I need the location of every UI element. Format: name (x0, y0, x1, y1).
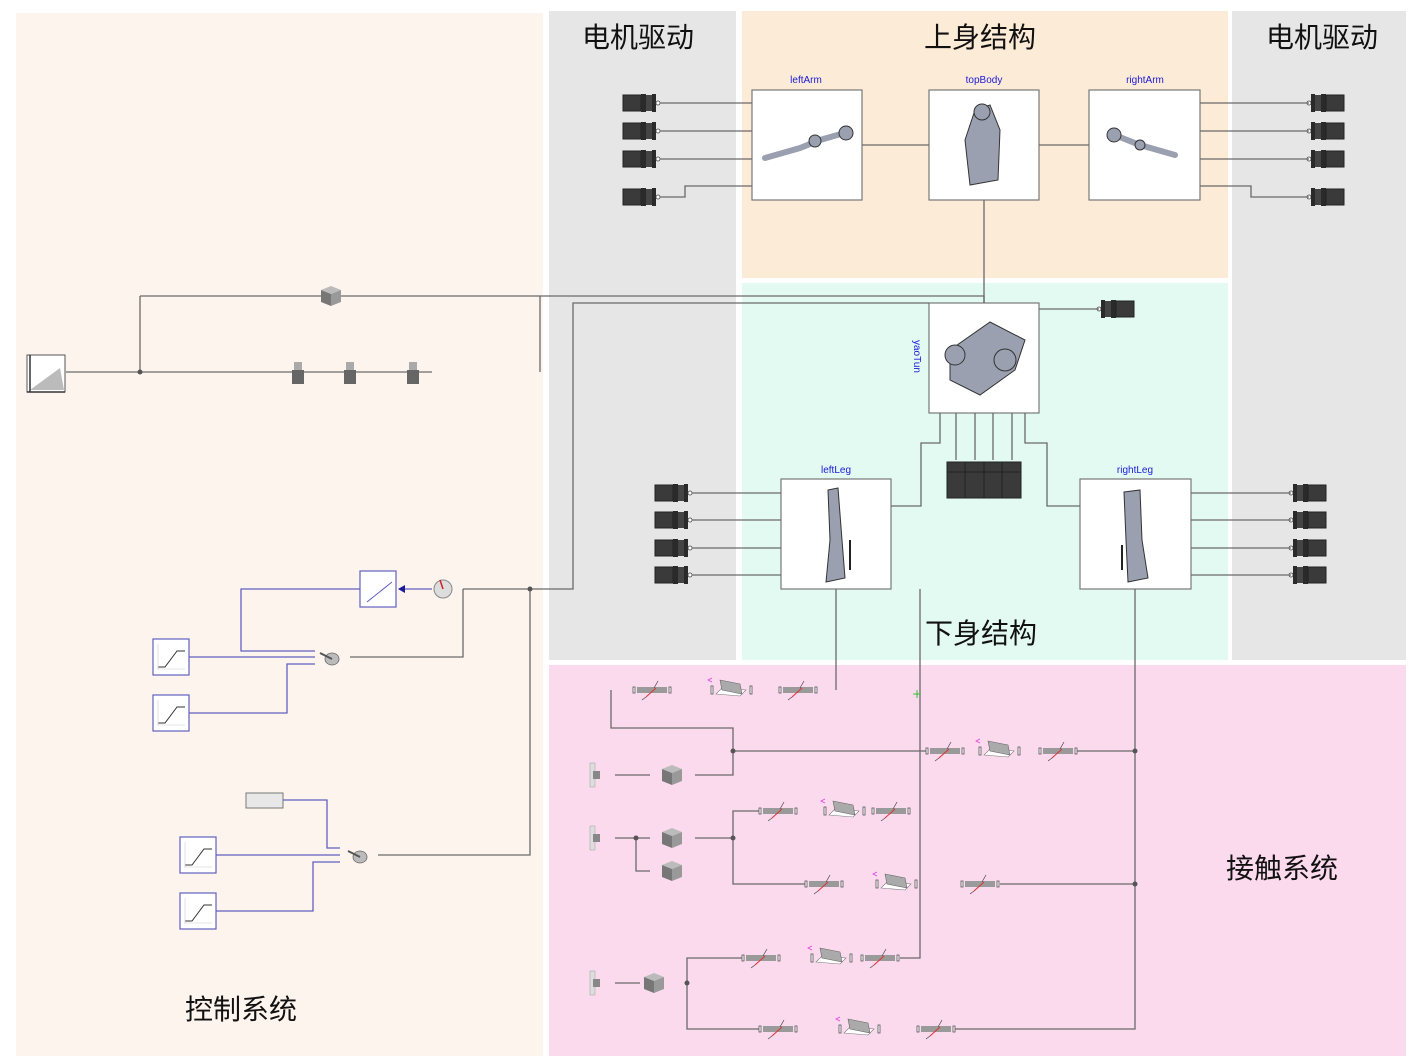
ramp-source-2[interactable] (152, 694, 190, 732)
left-leg-block[interactable]: leftLeg (780, 465, 892, 590)
motor-left-leg-1[interactable] (654, 483, 693, 503)
contact-chain-2[interactable] (925, 738, 1078, 762)
motor-left-arm-1[interactable] (622, 93, 661, 113)
ground-1[interactable] (589, 762, 601, 788)
title-motor-drive-left: 电机驱动 (582, 21, 695, 54)
contact-chain-4[interactable] (804, 871, 1000, 895)
title-contact-system: 接触系统 (1226, 852, 1339, 885)
region-control-system (16, 13, 543, 1056)
right-arm-label: rightArm (1126, 75, 1164, 86)
motor-left-arm-2[interactable] (622, 121, 661, 141)
constant-block[interactable] (245, 792, 284, 809)
motor-right-leg-4[interactable] (1288, 565, 1327, 585)
actuator-2[interactable] (347, 850, 368, 864)
top-body-block[interactable]: topBody (928, 75, 1040, 201)
yao-tun-label: yaoTun (911, 340, 922, 373)
region-motor-drive-left (549, 11, 736, 660)
motor-right-arm-4[interactable] (1306, 187, 1345, 207)
actuator-1[interactable] (319, 652, 340, 666)
region-contact-system (549, 665, 1406, 1056)
motor-left-leg-3[interactable] (654, 538, 693, 558)
ramp-source-4[interactable] (179, 892, 217, 930)
foot-cube-4[interactable] (644, 973, 664, 993)
right-arm-block[interactable]: rightArm (1088, 75, 1201, 201)
left-arm-block[interactable]: leftArm (751, 75, 863, 201)
motor-hip-pack[interactable] (946, 461, 1022, 499)
motor-right-arm-3[interactable] (1306, 149, 1345, 169)
motor-right-leg-1[interactable] (1288, 483, 1327, 503)
add-icon: + (912, 687, 922, 701)
body-link-2[interactable] (344, 362, 356, 384)
title-motor-drive-right: 电机驱动 (1266, 21, 1379, 54)
body-link-3[interactable] (407, 362, 419, 384)
motor-right-leg-3[interactable] (1288, 538, 1327, 558)
foot-cube-2[interactable] (662, 828, 682, 848)
limiter-block[interactable] (359, 570, 397, 608)
ground-3[interactable] (589, 970, 601, 996)
contact-chain-6[interactable] (758, 1016, 956, 1040)
free-motion-joint[interactable] (321, 286, 341, 306)
contact-chain-3[interactable] (758, 798, 911, 822)
motor-waist[interactable] (1096, 299, 1135, 319)
motor-left-leg-4[interactable] (654, 565, 693, 585)
speed-sensor-icon[interactable] (433, 579, 453, 599)
foot-cube-1[interactable] (662, 765, 682, 785)
contact-chain-5[interactable] (741, 945, 900, 969)
motor-right-leg-2[interactable] (1288, 510, 1327, 530)
contact-chain-1[interactable] (632, 677, 818, 701)
motor-left-arm-4[interactable] (622, 187, 661, 207)
yao-tun-block[interactable]: yaoTun (911, 302, 1040, 414)
world-frame-icon[interactable] (26, 354, 66, 393)
motor-left-arm-3[interactable] (622, 149, 661, 169)
ground-2[interactable] (589, 825, 601, 851)
top-body-label: topBody (966, 75, 1003, 86)
ramp-source-1[interactable] (152, 638, 190, 676)
left-arm-label: leftArm (790, 75, 822, 86)
title-lower-body: 下身结构 (925, 617, 1038, 650)
right-leg-block[interactable]: rightLeg (1079, 465, 1192, 590)
title-control-system: 控制系统 (185, 993, 298, 1026)
body-link-1[interactable] (292, 362, 304, 384)
title-upper-body: 上身结构 (924, 21, 1037, 54)
motor-right-arm-2[interactable] (1306, 121, 1345, 141)
left-leg-label: leftLeg (821, 465, 851, 476)
ramp-source-3[interactable] (179, 836, 217, 874)
motor-right-arm-1[interactable] (1306, 93, 1345, 113)
motor-left-leg-2[interactable] (654, 510, 693, 530)
right-leg-label: rightLeg (1117, 465, 1153, 476)
foot-cube-3[interactable] (662, 861, 682, 881)
